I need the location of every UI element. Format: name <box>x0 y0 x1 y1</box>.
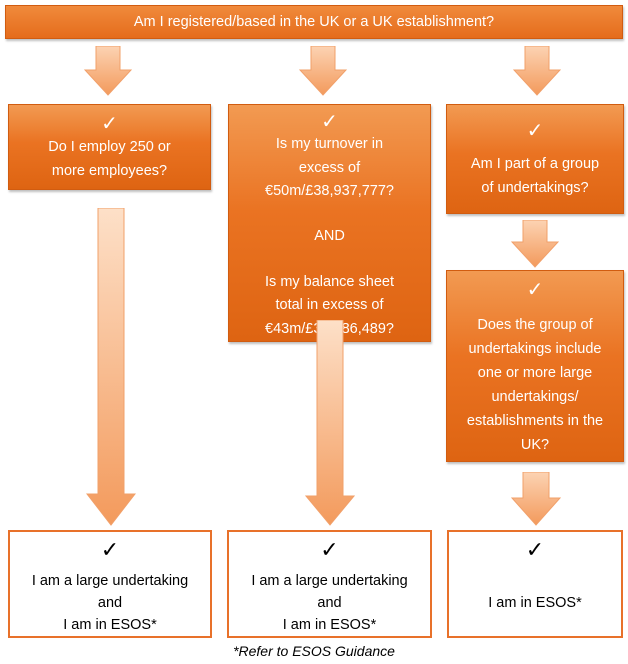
and-label: AND <box>314 228 345 245</box>
check-icon: ✓ <box>100 538 120 563</box>
employees-question-box: ✓ Do I employ 250 or more employees? <box>8 104 211 190</box>
check-icon: ✓ <box>321 109 338 133</box>
outcome-box-in-esos: ✓ I am in ESOS* <box>447 530 623 638</box>
down-arrow-icon <box>511 220 559 268</box>
outcome-box-large-undertaking: ✓ I am a large undertaking and I am in E… <box>227 530 432 638</box>
question-line: total in excess of <box>275 297 384 313</box>
question-line: Does the group of <box>477 317 593 333</box>
down-arrow-icon <box>86 208 136 526</box>
question-line: undertakings include <box>468 341 602 357</box>
question-line: Am I part of a group <box>470 156 600 172</box>
down-arrow-icon <box>511 472 561 526</box>
question-line: one or more large <box>477 365 593 381</box>
question-line: Is my balance sheet <box>265 273 394 290</box>
check-icon: ✓ <box>526 277 544 301</box>
question-line: excess of <box>298 159 361 176</box>
top-question-text: Am I registered/based in the UK or a UK … <box>133 14 495 30</box>
outcome-line: I am in ESOS* <box>63 617 157 633</box>
check-icon: ✓ <box>101 111 118 135</box>
question-line: €50m/£38,937,777? <box>265 183 394 199</box>
question-line: more employees? <box>51 163 168 179</box>
question-line: undertakings/ <box>491 389 579 405</box>
outcome-line: and <box>317 595 342 611</box>
outcome-line: I am a large undertaking <box>31 573 189 589</box>
footnote: *Refer to ESOS Guidance <box>233 643 395 659</box>
outcome-line: I am in ESOS* <box>282 617 377 633</box>
down-arrow-icon <box>299 46 347 96</box>
down-arrow-icon <box>305 320 355 526</box>
group-question-box: ✓ Am I part of a group of undertakings? <box>446 104 624 214</box>
turnover-question-box: ✓ Is my turnover in excess of €50m/£38,9… <box>228 104 431 342</box>
down-arrow-icon <box>84 46 132 96</box>
check-icon: ✓ <box>320 538 339 563</box>
down-arrow-icon <box>513 46 561 96</box>
question-line: UK? <box>520 437 550 453</box>
top-question-box: Am I registered/based in the UK or a UK … <box>5 5 623 39</box>
outcome-line: and <box>97 595 123 611</box>
large-undertakings-question-box: ✓ Does the group of undertakings include… <box>446 270 624 462</box>
outcome-line: I am in ESOS* <box>488 595 582 611</box>
question-line: of undertakings? <box>481 180 589 196</box>
outcome-line: I am a large undertaking <box>251 573 408 589</box>
question-line: Is my turnover in <box>275 136 384 152</box>
check-icon: ✓ <box>525 538 545 563</box>
outcome-box-large-undertaking: ✓ I am a large undertaking and I am in E… <box>8 530 212 638</box>
check-icon: ✓ <box>526 118 544 142</box>
question-line: establishments in the <box>466 413 604 429</box>
question-line: Do I employ 250 or <box>48 139 171 155</box>
